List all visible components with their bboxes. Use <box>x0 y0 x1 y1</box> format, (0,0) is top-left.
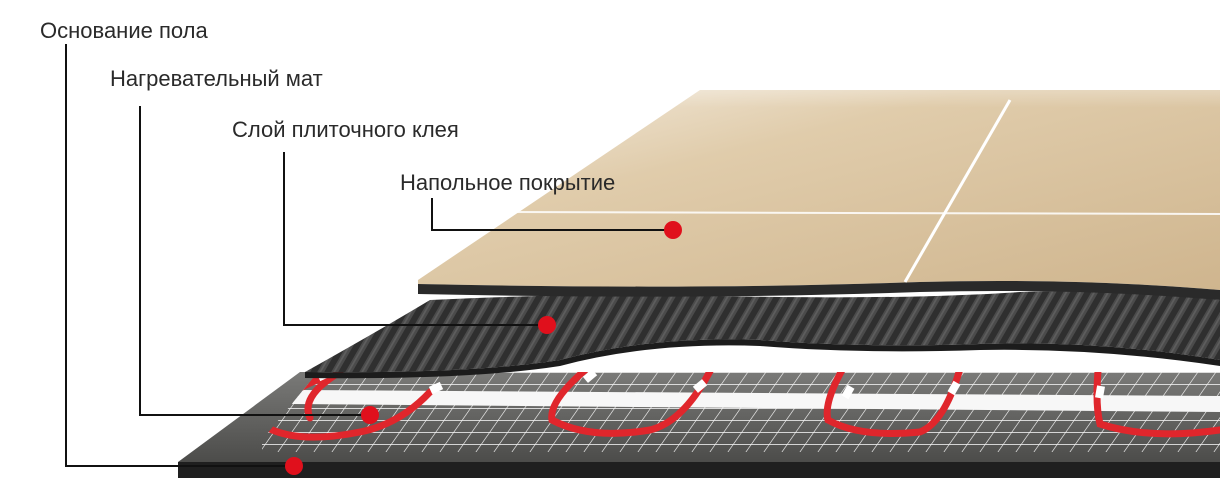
marker-cover <box>664 221 682 239</box>
leader-line-mat <box>139 106 370 416</box>
marker-mat <box>361 406 379 424</box>
tile-adhesive-layer <box>305 291 1220 379</box>
marker-base <box>285 457 303 475</box>
leader-lines <box>65 44 673 467</box>
tile-joint-horizontal <box>499 211 1220 215</box>
tile-joint-vertical <box>903 99 1012 283</box>
markers <box>285 221 682 475</box>
leader-line-glue <box>283 152 547 326</box>
floor-tile-layer <box>418 40 1220 300</box>
label-heating-mat: Нагревательный мат <box>110 66 323 91</box>
marker-glue <box>538 316 556 334</box>
label-tile-adhesive: Слой плиточного клея <box>232 117 459 142</box>
leader-line-base <box>65 44 294 467</box>
heating-mat-layer <box>262 372 1220 452</box>
heating-cable <box>264 372 1220 441</box>
label-floor-base: Основание пола <box>40 18 208 43</box>
leader-line-cover <box>431 198 673 231</box>
label-floor-covering: Напольное покрытие <box>400 170 616 195</box>
